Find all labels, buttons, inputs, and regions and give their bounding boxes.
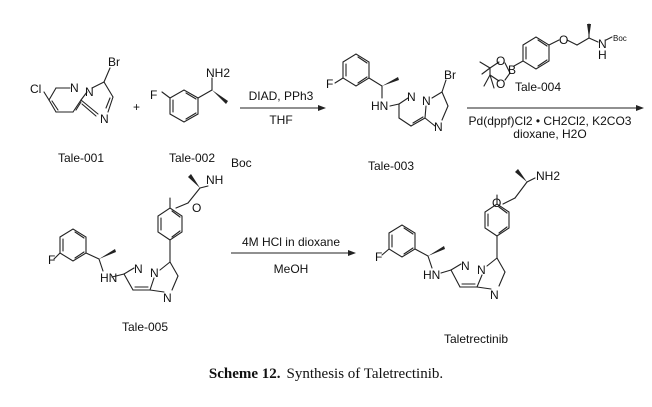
atom-f: F: [326, 77, 333, 91]
compound-label-tale-001: Tale-001: [58, 151, 104, 165]
atom-n: N: [490, 288, 499, 302]
atom-b: B: [508, 63, 516, 77]
atom-n: N: [422, 94, 431, 108]
figure-caption: Scheme 12. Synthesis of Taletrectinib.: [0, 366, 652, 383]
atom-n: N: [163, 291, 172, 305]
atom-n: N: [85, 85, 94, 99]
compound-tale-003: F HN N N N Br Tale-003: [326, 53, 456, 173]
compound-tale-001: Cl N N N Br Tale-001: [30, 55, 120, 165]
atom-n: N: [477, 263, 486, 277]
atom-f: F: [375, 250, 382, 264]
atom-hn: HN: [100, 271, 117, 285]
atom-o: O: [492, 196, 501, 210]
atom-n: N: [598, 37, 607, 51]
plus-sign: +: [133, 100, 140, 114]
atom-hn: HN: [371, 99, 388, 113]
step-1-solvent: THF: [269, 113, 292, 127]
compound-taletrectinib: F HN N N N O NH2 Taletrectinib: [375, 169, 560, 346]
reaction-step-3: 4M HCl in dioxane MeOH: [231, 235, 356, 276]
compound-tale-004: O B O O N H Boc Tale-004: [479, 23, 627, 94]
reaction-step-1: DIAD, PPh3 THF: [240, 89, 326, 127]
atom-o: O: [496, 77, 505, 91]
reaction-step-2: Pd(dppf)Cl2 • CH2Cl2, K2CO3 dioxane, H2O: [467, 105, 644, 141]
step-2-solvent: dioxane, H2O: [513, 127, 586, 141]
atom-o: O: [192, 201, 201, 215]
atom-nh2: NH2: [206, 66, 230, 80]
caption-text: Synthesis of Taletrectinib.: [286, 366, 444, 382]
compound-label-tale-002: Tale-002: [169, 151, 215, 165]
compound-label-taletrectinib: Taletrectinib: [444, 332, 508, 346]
step-3-reagents: 4M HCl in dioxane: [242, 235, 340, 249]
atom-cl: Cl: [30, 82, 41, 96]
step-2-reagents: Pd(dppf)Cl2 • CH2Cl2, K2CO3: [469, 114, 632, 128]
compound-label-tale-004: Tale-004: [515, 80, 561, 94]
step-1-reagents: DIAD, PPh3: [249, 89, 314, 103]
caption-label: Scheme 12.: [208, 366, 281, 382]
compound-label-tale-005: Tale-005: [122, 320, 168, 334]
atom-boc: Boc: [231, 156, 252, 170]
compound-tale-002: F NH2 Tale-002: [150, 66, 230, 165]
step-3-solvent: MeOH: [274, 262, 309, 276]
compound-tale-005: F HN N N N O NH Boc Tale-005: [48, 156, 252, 334]
compound-label-tale-003: Tale-003: [368, 159, 414, 173]
atom-br: Br: [108, 55, 120, 69]
atom-n: N: [407, 90, 416, 104]
atom-br: Br: [444, 68, 456, 82]
atom-n: N: [150, 266, 159, 280]
atom-n: N: [70, 81, 79, 95]
atom-boc: Boc: [613, 34, 627, 43]
atom-n: N: [100, 112, 109, 126]
atom-f: F: [48, 253, 55, 267]
atom-h: H: [598, 48, 607, 62]
atom-n: N: [434, 120, 443, 134]
atom-hn: HN: [423, 268, 440, 282]
atom-n: N: [461, 259, 470, 273]
atom-o: O: [496, 54, 505, 68]
atom-o: O: [559, 33, 568, 47]
atom-n: N: [134, 262, 143, 276]
atom-f: F: [150, 88, 157, 102]
atom-nh2: NH2: [536, 169, 560, 183]
atom-nh: NH: [206, 173, 223, 187]
